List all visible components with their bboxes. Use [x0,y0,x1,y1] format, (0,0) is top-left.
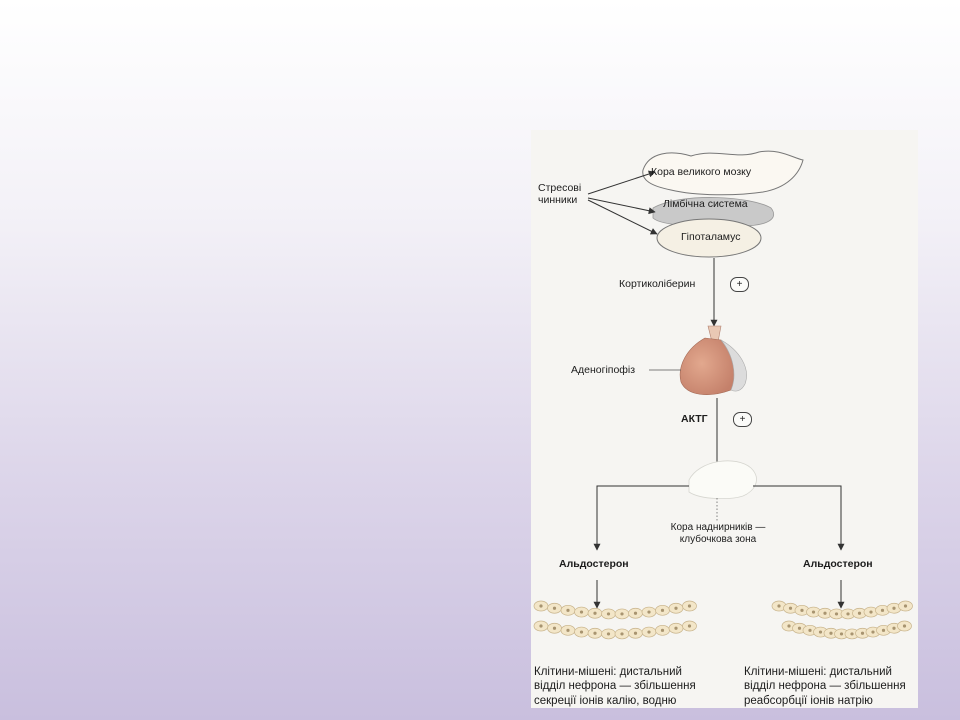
arrow-to-cortex [587,170,656,195]
cell-nucleus [606,612,611,616]
cell-nucleus [566,628,570,632]
cell-nucleus [647,610,651,614]
corticoliberin-plus: + [730,277,749,292]
cell-nucleus [857,611,862,615]
neurohypophysis-shape [720,339,747,392]
cell-nucleus [552,626,557,630]
cell-nucleus [869,610,873,614]
cell-nucleus [788,606,793,610]
cell-nucleus [566,608,570,612]
cell-nucleus [687,604,692,608]
arrow-left-branch [593,485,689,551]
target-cells-right [771,600,913,640]
cell-nucleus [860,631,865,635]
cell-nucleus [552,606,557,610]
cell-nucleus [539,604,543,608]
cell-nucleus [834,612,839,616]
cell-nucleus [818,630,823,634]
cell-nucleus [687,624,692,628]
arrow-right-branch [753,485,845,551]
stress-factors-label: Стресові чинники [538,182,582,207]
cell-nucleus [846,612,850,616]
cell-nucleus [660,608,665,612]
cell-nucleus [593,631,597,635]
cell-nucleus [620,632,624,636]
cell-nucleus [606,632,611,636]
cell-nucleus [892,626,896,630]
adrenal-shape [688,460,757,500]
cell-nucleus [850,632,854,636]
cortex-shape [642,150,804,196]
hypothalamus-label: Гіпоталамус [681,231,741,243]
hypothalamus-shape [656,218,762,258]
cell-nucleus [808,628,812,632]
cell-nucleus [647,630,651,634]
aldosterone-right-label: Альдостерон [803,558,873,570]
limbic-label: Лімбічна система [663,198,748,210]
cell-nucleus [881,628,886,632]
cell-nucleus [593,611,597,615]
cell-nucleus [660,628,665,632]
target-cells-left [533,600,697,640]
cell-nucleus [892,606,896,610]
aldosterone-left-label: Альдостерон [559,558,629,570]
cell-nucleus [579,610,584,614]
cell-nucleus [633,611,638,615]
cell-nucleus [674,626,678,630]
cell-nucleus [829,631,833,635]
cell-nucleus [811,610,816,614]
caption-left: Клітини-мішені: дистальний відділ нефрон… [534,666,696,707]
cell-nucleus [787,624,791,628]
cell-nucleus [797,626,802,630]
cell-nucleus [633,631,638,635]
acth-plus: + [733,412,752,427]
cell-nucleus [800,608,804,612]
cell-nucleus [903,604,908,608]
cell-nucleus [902,624,907,628]
adenohypophysis-label: Аденогіпофіз [571,364,636,376]
arrow-to-hypothalamus [587,199,658,235]
corticoliberin-label: Кортиколіберин [619,278,696,290]
cell-nucleus [777,604,781,608]
cell-nucleus [579,630,584,634]
cell-nucleus [871,630,875,634]
adrenal-label: Кора наднирників — клубочкова зона [670,522,766,545]
cell-nucleus [880,608,885,612]
cell-nucleus [539,624,543,628]
cortex-label: Кора великого мозку [651,166,752,178]
caption-right: Клітини-мішені: дистальний відділ нефрон… [744,666,906,707]
cell-nucleus [674,606,678,610]
cell-nucleus [620,612,624,616]
acth-label: АКТГ [681,413,708,425]
cell-nucleus [839,632,844,636]
arrow-to-limbic [587,197,656,215]
diagram-art [533,150,913,640]
diagram-panel: Стресові чинники Кора великого мозку Лім… [531,130,918,708]
cell-nucleus [823,611,827,615]
